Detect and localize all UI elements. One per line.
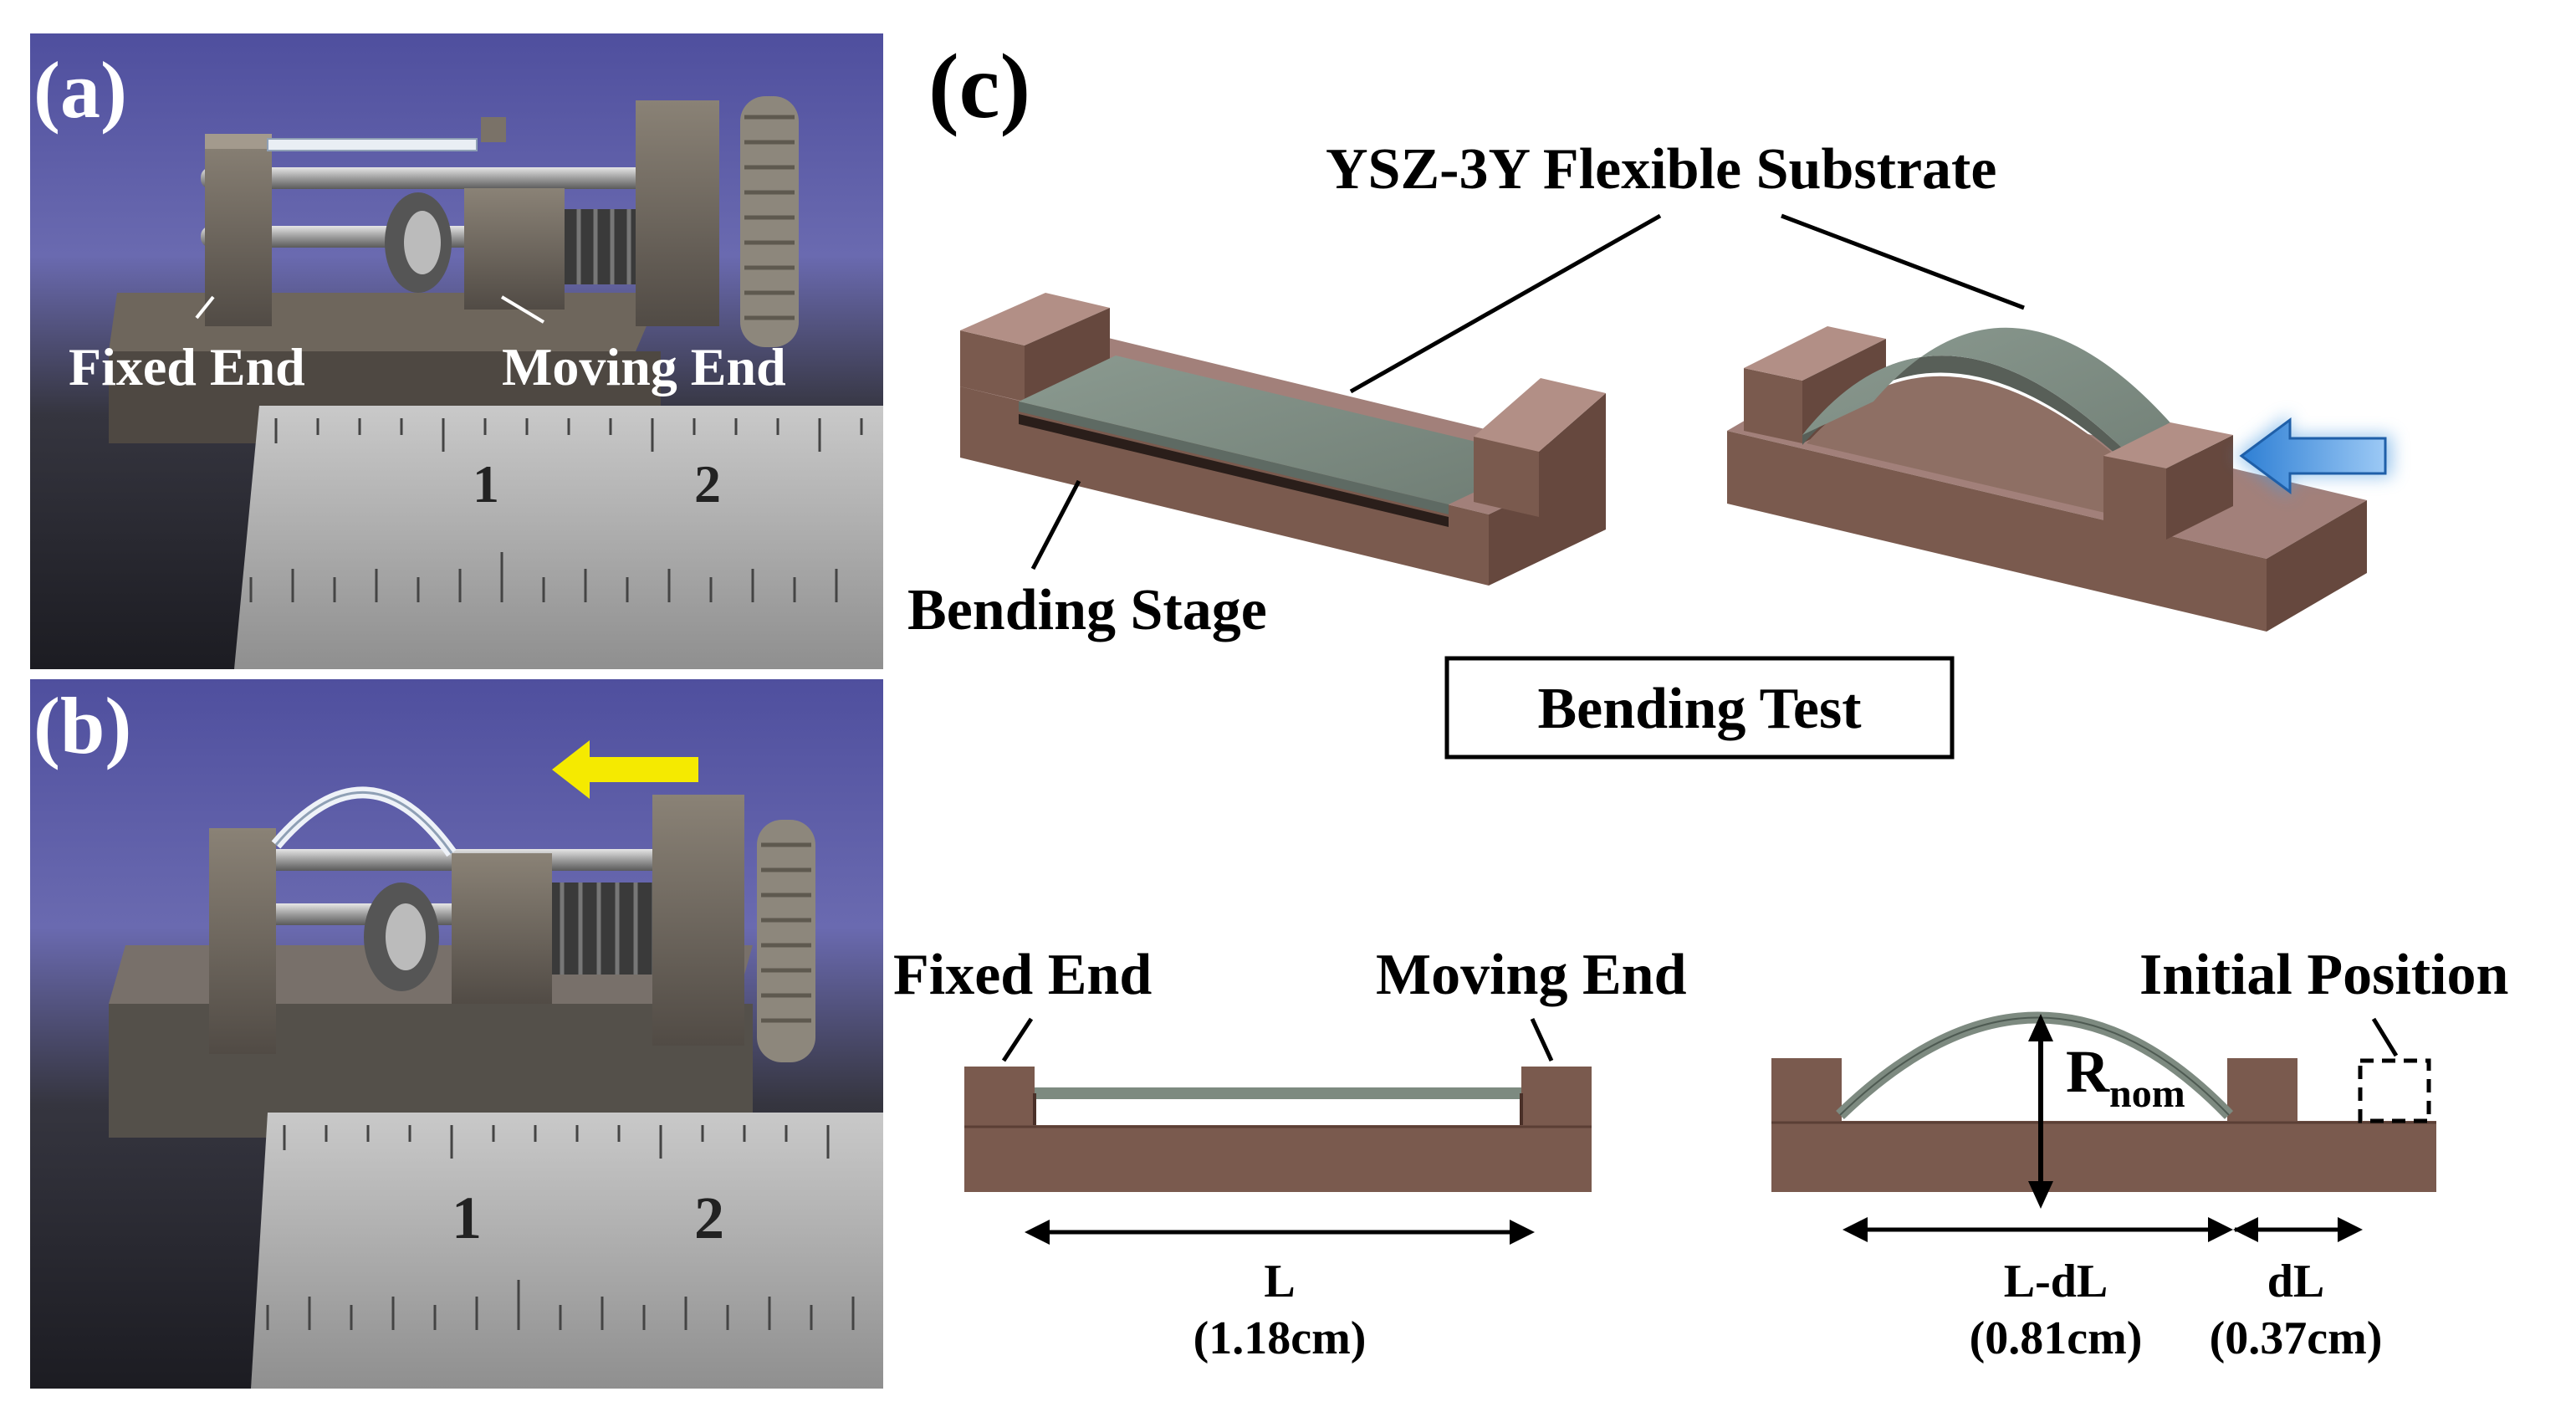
stage-label: Bending Stage (907, 578, 1267, 642)
photo-panel-b: 1 2 (b) (30, 679, 883, 1389)
panel-c: (c) YSZ-3Y Flexible Substrate (893, 35, 2508, 1364)
stage-3d-bent (1727, 326, 2392, 632)
push-arrow-blue (2239, 417, 2387, 494)
ruler-tick-1-b: 1 (452, 1184, 482, 1251)
panel-a-label: (a) (33, 45, 127, 135)
side-view-flat (964, 1067, 1592, 1192)
bending-test-label: Bending Test (1537, 677, 1861, 741)
length-label: L (1264, 1256, 1295, 1307)
moving-end-label-c: Moving End (1376, 943, 1687, 1007)
stage-3d-flat (960, 293, 1606, 586)
push-arrow-yellow (552, 740, 698, 799)
radius-subscript: nom (2109, 1072, 2185, 1116)
substrate-label: YSZ-3Y Flexible Substrate (1326, 137, 1996, 202)
length-value: (1.18cm) (1193, 1312, 1367, 1364)
panel-c-label: (c) (928, 35, 1030, 137)
moving-end-label-a: Moving End (502, 337, 786, 396)
shift-label: dL (2267, 1256, 2325, 1307)
initial-position-label: Initial Position (2139, 943, 2508, 1007)
fixed-end-label-c: Fixed End (893, 943, 1152, 1007)
photo-panel-a: 1 2 (a) Fixed End Moving End (30, 33, 883, 669)
side-view-bent (1771, 1011, 2436, 1192)
initial-position-marker (2358, 1058, 2431, 1123)
ruler-tick-2-a: 2 (694, 454, 721, 514)
radius-symbol: R (2066, 1038, 2110, 1105)
radius-label: Rnom (2066, 1038, 2185, 1116)
shift-value: (0.37cm) (2210, 1312, 2383, 1364)
ruler-tick-1-a: 1 (473, 454, 499, 514)
fixed-end-label-a: Fixed End (69, 337, 305, 396)
span-label: L-dL (2004, 1256, 2108, 1307)
span-value: (0.81cm) (1970, 1312, 2143, 1364)
bending-test-box (1444, 656, 1955, 760)
ruler-tick-2-b: 2 (694, 1184, 724, 1251)
panel-b-label: (b) (33, 681, 131, 770)
